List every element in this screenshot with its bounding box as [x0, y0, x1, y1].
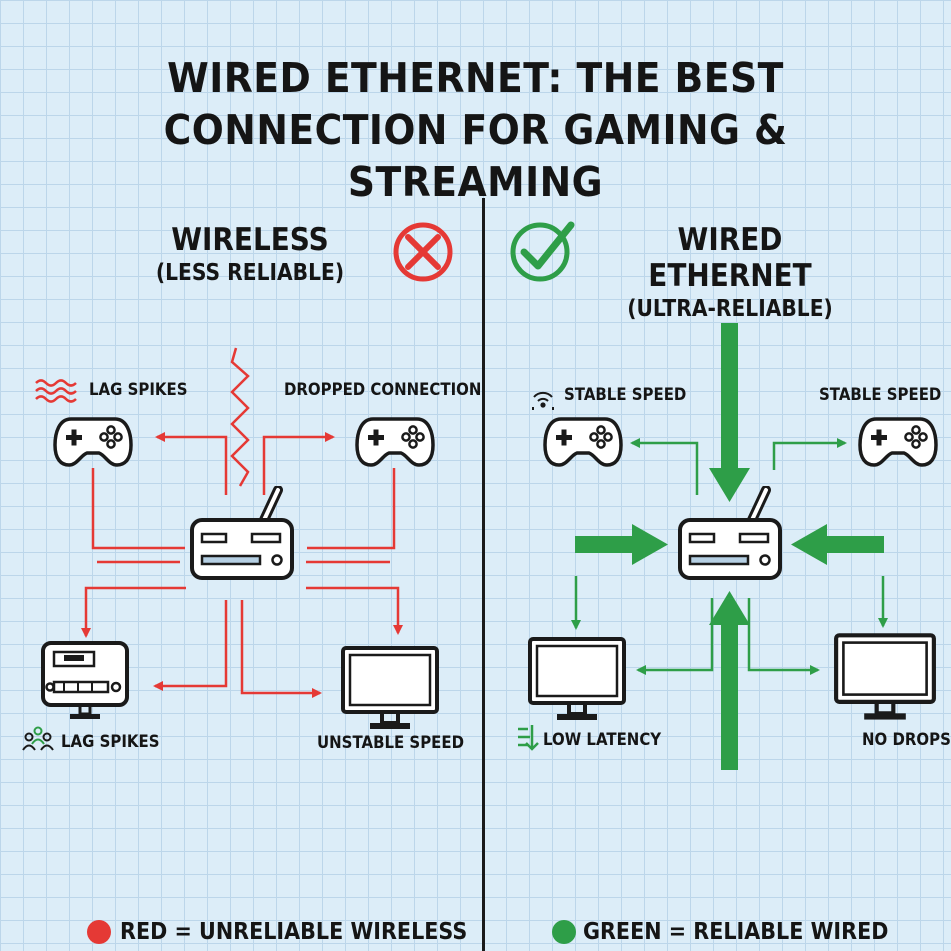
gamepad-icon — [355, 417, 435, 467]
arrow-to-monitor — [306, 586, 403, 635]
router-icon — [680, 490, 780, 578]
wired-heading: WIRED ETHERNET (ULTRA-RELIABLE) — [580, 222, 880, 324]
title-line-2: CONNECTION FOR GAMING & STREAMING — [163, 106, 788, 206]
wifi-icon — [532, 391, 554, 410]
label-lag-spikes-bottom: LAG SPIKES — [61, 732, 160, 752]
label-lag-spikes-top: LAG SPIKES — [89, 380, 188, 400]
checkmark-icon — [510, 221, 575, 282]
legend-green-dot — [552, 920, 576, 944]
arrow-down-left — [153, 600, 228, 691]
monitor-icon — [836, 635, 934, 719]
label-no-drops: NO DROPS — [862, 730, 951, 750]
label-dropped-connection: DROPPED CONNECTION — [284, 380, 482, 400]
lag-wave-icon — [35, 379, 77, 403]
interference-zigzag — [230, 347, 250, 487]
gamepad-icon — [543, 417, 623, 467]
label-stable-speed-right: STABLE SPEED — [819, 385, 942, 405]
gamepad-icon — [858, 417, 938, 467]
monitor-icon — [341, 646, 439, 731]
arrow-down-right — [240, 600, 322, 698]
wireless-heading: WIRELESS (LESS RELIABLE) — [130, 222, 370, 288]
title-line-1: WIRED ETHERNET: THE BEST — [167, 54, 784, 102]
gamepad-icon — [53, 417, 133, 467]
router-icon — [192, 490, 292, 578]
label-unstable-speed: UNSTABLE SPEED — [317, 733, 465, 753]
x-cross-icon — [393, 222, 453, 282]
wireless-connections — [81, 347, 403, 698]
monitor-icon — [528, 637, 626, 722]
label-low-latency: LOW LATENCY — [543, 730, 662, 750]
wired-connections — [571, 323, 888, 770]
wire-gamepad-right — [307, 468, 396, 550]
arrow-to-gamepad-right — [262, 432, 335, 495]
label-stable-speed-left: STABLE SPEED — [564, 385, 687, 405]
wire-gamepad-left — [91, 468, 185, 550]
wired-subtitle: (ULTRA-RELIABLE) — [627, 296, 833, 322]
users-icon — [22, 726, 54, 751]
wireless-title: WIRELESS — [171, 222, 329, 258]
wireless-subtitle: (LESS RELIABLE) — [155, 260, 345, 286]
arrow-to-gamepad-left — [155, 432, 228, 495]
arrow-to-console — [81, 586, 186, 638]
legend-green: GREEN = RELIABLE WIRED — [583, 919, 889, 945]
page-title: WIRED ETHERNET: THE BEST CONNECTION FOR … — [38, 52, 913, 208]
latency-icon — [518, 725, 539, 751]
legend-red-dot — [87, 920, 111, 944]
center-divider — [482, 198, 485, 951]
wired-title: WIRED ETHERNET — [648, 222, 812, 294]
legend-red: RED = UNRELIABLE WIRELESS — [120, 919, 468, 945]
console-icon — [41, 641, 129, 721]
